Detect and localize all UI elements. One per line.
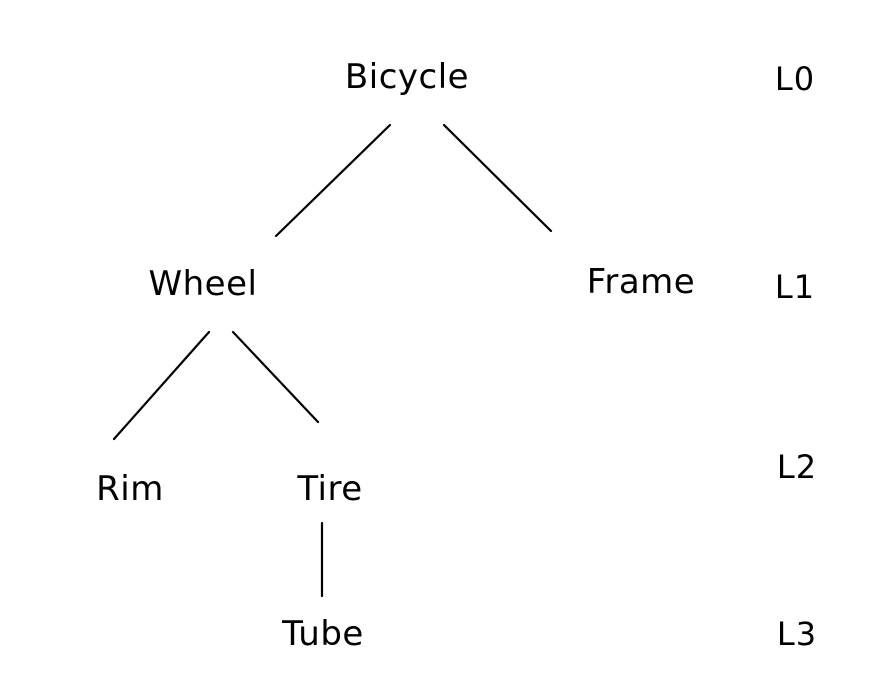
level-label-l3: L3: [777, 615, 817, 653]
node-group: Bicycle Wheel Frame Rim Tire Tube: [96, 57, 695, 654]
node-bicycle: Bicycle: [345, 57, 469, 97]
node-wheel: Wheel: [149, 264, 258, 304]
node-tire: Tire: [296, 469, 362, 509]
edge-bicycle-frame: [442, 123, 553, 233]
edge-bicycle-wheel: [274, 123, 392, 238]
level-label-group: L0 L1 L2 L3: [775, 60, 817, 653]
edge-wheel-tire: [231, 330, 320, 424]
node-frame: Frame: [587, 262, 695, 302]
edge-wheel-rim: [112, 330, 211, 441]
level-label-l0: L0: [775, 60, 815, 98]
level-label-l1: L1: [775, 268, 815, 306]
node-tube: Tube: [281, 614, 364, 654]
level-label-l2: L2: [777, 448, 817, 486]
node-rim: Rim: [96, 469, 164, 509]
edge-group: [112, 123, 553, 598]
